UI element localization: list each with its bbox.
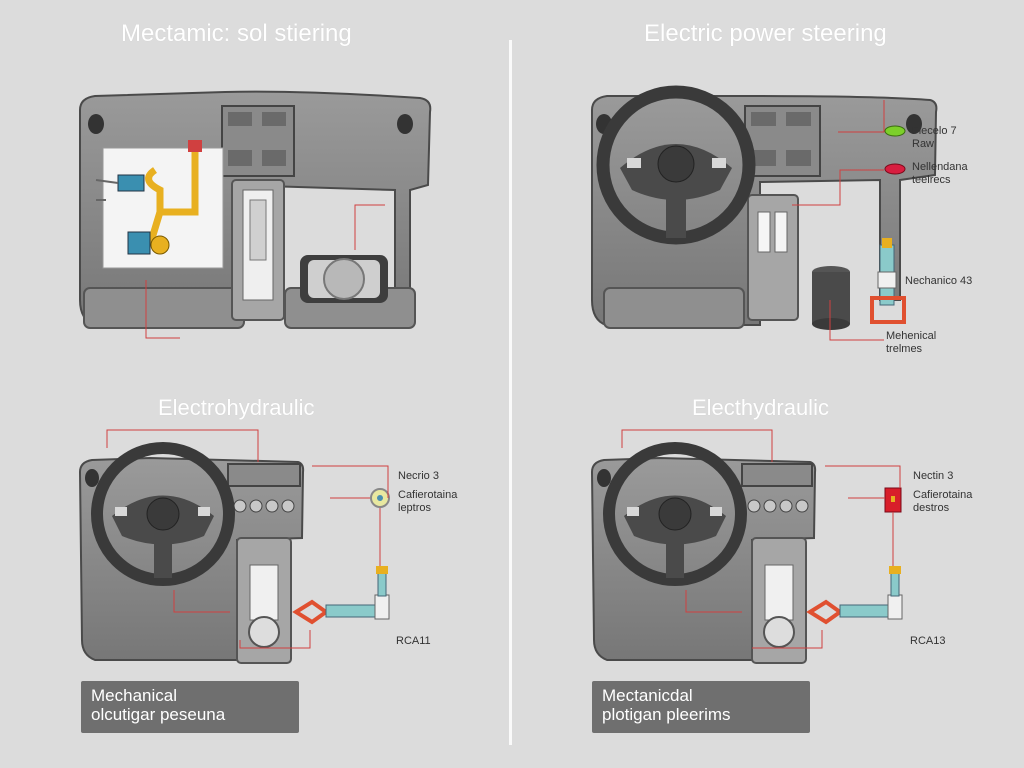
dashboard-mechanical: [80, 92, 430, 328]
red-indicator-dot: [885, 164, 905, 174]
label-rca11: RCA11: [396, 635, 431, 648]
title-electrohydraulic: Electrohydraulic: [158, 395, 315, 421]
title-electhydraulic: Electhydraulic: [692, 395, 829, 421]
label-rca13: RCA13: [910, 635, 945, 648]
banner-mechanical-left: Mechanical olcutigar peseuna: [81, 681, 299, 733]
title-mechanical: Mectamic: sol stiering: [121, 20, 352, 48]
pump-assembly-electrohydraulic: [296, 489, 389, 622]
pump-assembly-electhydraulic: [810, 488, 902, 622]
label-nechanico: Nechanico 43: [905, 275, 972, 288]
panel-divider: [509, 40, 512, 745]
label-necrio: Necrio 3: [398, 470, 439, 483]
title-electric-power: Electric power steering: [644, 20, 887, 48]
motor-unit-electric: [812, 238, 904, 330]
banner-mechanical-right: Mectanicdal plotigan pleerims: [592, 681, 810, 733]
green-indicator-dot: [885, 126, 905, 136]
label-nectin: Nectin 3: [913, 470, 953, 483]
